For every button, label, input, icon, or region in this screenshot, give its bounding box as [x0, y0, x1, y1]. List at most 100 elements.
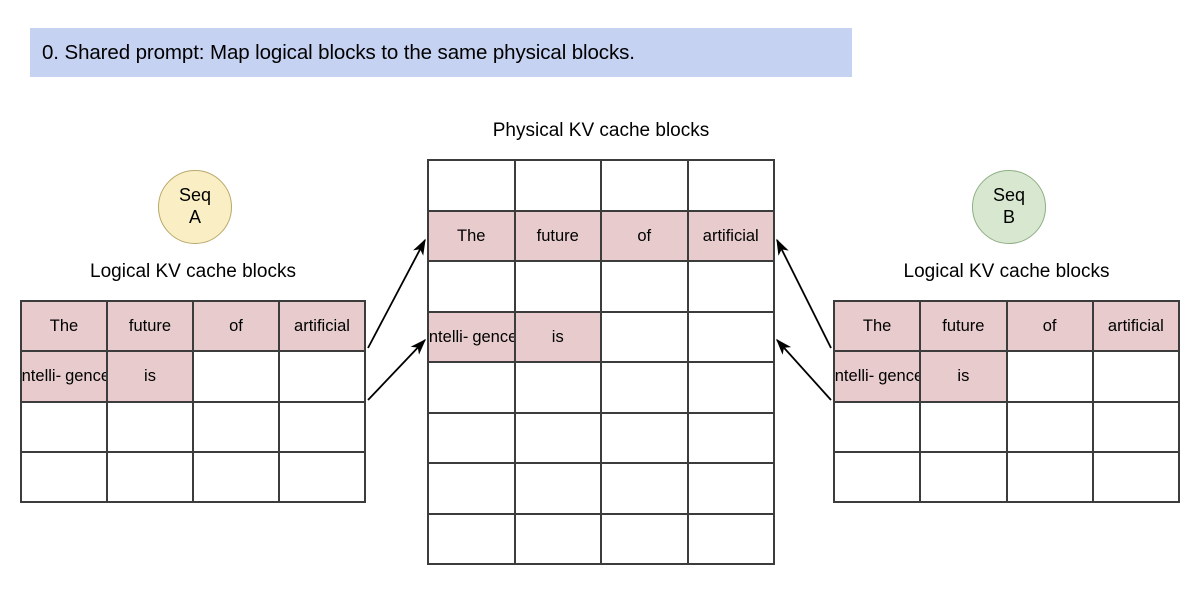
kv-block-empty — [22, 402, 108, 453]
kv-token-text: gence — [472, 327, 516, 346]
kv-token-text: future — [536, 226, 579, 245]
kv-token-text: artificial — [1107, 316, 1164, 335]
kv-block-empty — [1007, 452, 1094, 503]
logical-kv-cache-grid-a: The future of artificial intelli-gence is — [20, 300, 366, 503]
kv-block-empty — [688, 413, 775, 464]
kv-token-text: future — [128, 316, 172, 335]
kv-block-empty — [602, 262, 689, 313]
kv-block-empty — [108, 452, 194, 503]
kv-block-filled: artificial — [688, 211, 775, 262]
kv-block-filled: artificial — [280, 302, 366, 353]
kv-block-filled: is — [515, 312, 602, 363]
kv-block-empty — [1093, 402, 1180, 453]
kv-token-text: is — [551, 327, 564, 346]
kv-block-empty — [194, 452, 280, 503]
kv-token-text: artificial — [702, 226, 759, 245]
kv-block-filled: future — [515, 211, 602, 262]
kv-block-empty — [280, 452, 366, 503]
kv-block-empty — [921, 402, 1008, 453]
kv-token-text: intelli- — [22, 367, 62, 386]
kv-token-text: The — [457, 226, 486, 245]
seq-b-badge: Seq B — [972, 170, 1046, 244]
kv-block-empty — [515, 262, 602, 313]
kv-block-empty — [429, 363, 516, 414]
logical-cache-b-title: Logical KV cache blocks — [903, 261, 1110, 282]
kv-block-empty — [280, 402, 366, 453]
kv-token-text: The — [49, 316, 79, 335]
kv-block-empty — [688, 312, 775, 363]
kv-block-filled: The — [429, 211, 516, 262]
kv-block-filled: future — [921, 302, 1008, 353]
kv-token-text: artificial — [294, 316, 350, 335]
kv-token-text: is — [957, 367, 970, 386]
logical-kv-cache-grid-b: The future of artificial intelli-gence is — [833, 300, 1180, 503]
kv-block-filled: of — [194, 302, 280, 353]
kv-block-empty — [429, 514, 516, 565]
kv-block-empty — [835, 452, 922, 503]
kv-token-text: is — [144, 367, 156, 386]
kv-block-filled: artificial — [1093, 302, 1180, 353]
kv-block-filled: of — [1007, 302, 1094, 353]
arrow-a-row2-to-physical-row4 — [367, 338, 426, 401]
kv-block-empty — [515, 363, 602, 414]
kv-block-filled: intelli-gence — [429, 312, 516, 363]
kv-block-empty — [688, 161, 775, 212]
kv-token-text: gence — [65, 367, 108, 386]
seq-a-label-line1: Seq — [178, 185, 212, 206]
seq-a-badge: Seq A — [158, 170, 232, 244]
kv-block-empty — [688, 363, 775, 414]
kv-block-empty — [194, 352, 280, 403]
kv-block-empty — [835, 402, 922, 453]
kv-block-empty — [429, 161, 516, 212]
kv-block-empty — [1007, 402, 1094, 453]
step-banner-text: 0. Shared prompt: Map logical blocks to … — [42, 40, 635, 64]
kv-block-filled: intelli-gence — [22, 352, 108, 403]
seq-b-label-line1: Seq — [992, 185, 1026, 206]
kv-block-filled: intelli-gence — [835, 352, 922, 403]
kv-block-filled: is — [921, 352, 1008, 403]
kv-block-empty — [602, 413, 689, 464]
kv-block-filled: The — [835, 302, 922, 353]
kv-block-empty — [515, 161, 602, 212]
kv-block-empty — [22, 452, 108, 503]
kv-block-empty — [688, 464, 775, 515]
kv-block-empty — [108, 402, 194, 453]
kv-token-text: gence — [878, 367, 922, 386]
kv-block-empty — [1007, 352, 1094, 403]
kv-block-filled: future — [108, 302, 194, 353]
arrow-a-row1-to-physical-row2 — [367, 238, 426, 349]
kv-token-text: of — [229, 316, 243, 335]
kv-block-empty — [688, 514, 775, 565]
kv-block-empty — [194, 402, 280, 453]
arrow-b-row2-to-physical-row4 — [776, 338, 832, 401]
kv-block-empty — [602, 161, 689, 212]
kv-block-filled: is — [108, 352, 194, 403]
kv-block-empty — [515, 514, 602, 565]
kv-token-text: of — [637, 226, 652, 245]
kv-block-filled: The — [22, 302, 108, 353]
kv-block-empty — [602, 464, 689, 515]
kv-block-empty — [602, 514, 689, 565]
kv-block-empty — [515, 413, 602, 464]
seq-b-label-line2: B — [1002, 207, 1015, 227]
kv-block-filled: of — [602, 211, 689, 262]
arrow-b-row1-to-physical-row2 — [776, 238, 832, 349]
step-banner: 0. Shared prompt: Map logical blocks to … — [30, 28, 852, 77]
kv-block-empty — [1093, 352, 1180, 403]
kv-block-empty — [688, 262, 775, 313]
kv-block-empty — [429, 262, 516, 313]
logical-cache-a-title: Logical KV cache blocks — [90, 261, 296, 282]
kv-block-empty — [429, 464, 516, 515]
kv-token-text: future — [942, 316, 985, 335]
kv-block-empty — [602, 312, 689, 363]
kv-block-empty — [280, 352, 366, 403]
seq-a-label-line2: A — [188, 207, 201, 227]
kv-block-empty — [515, 464, 602, 515]
kv-token-text: intelli- — [835, 367, 875, 386]
kv-block-empty — [921, 452, 1008, 503]
kv-token-text: The — [862, 316, 892, 335]
physical-kv-cache-grid: The future of artificial intelli-gence is — [427, 159, 775, 565]
physical-cache-title: Physical KV cache blocks — [492, 120, 710, 141]
kv-block-empty — [429, 413, 516, 464]
